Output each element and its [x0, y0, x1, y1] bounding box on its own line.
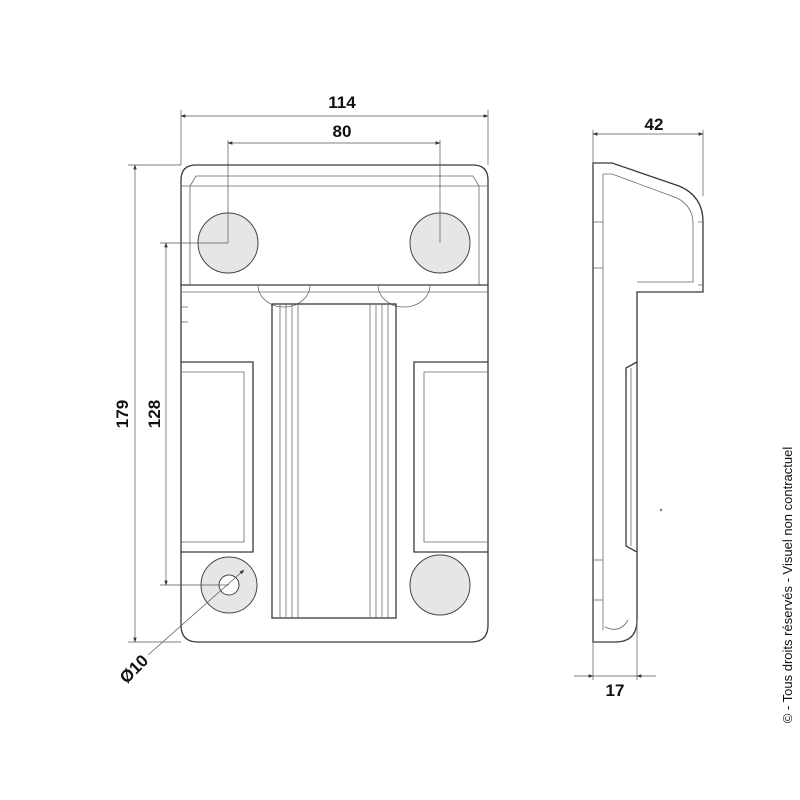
dimension-128: 128 — [145, 400, 164, 428]
dimension-179: 179 — [113, 400, 132, 428]
dimension-diameter: Ø10 — [116, 651, 152, 687]
side-view — [592, 162, 704, 643]
side-tab-right — [413, 361, 488, 553]
notch-left — [257, 284, 311, 308]
dimension-80: 80 — [333, 122, 352, 141]
upper-plate-outline — [180, 164, 489, 285]
mounting-hole-bottom-right — [409, 554, 471, 616]
side-tab-left — [181, 361, 254, 553]
notch-right — [377, 284, 431, 308]
side-tab-profile — [625, 361, 638, 553]
dimension-42: 42 — [645, 115, 664, 134]
lower-plate-outline — [180, 284, 489, 643]
dimension-lines — [128, 110, 704, 680]
dimension-17: 17 — [606, 681, 625, 700]
dimension-114: 114 — [328, 93, 356, 112]
center-channel — [271, 303, 397, 619]
diameter-leader — [147, 569, 245, 656]
upper-plate-bevel — [189, 175, 480, 285]
copyright-notice: © - Tous droits réservés - Visuel non co… — [780, 447, 795, 724]
front-view — [180, 164, 489, 643]
side-profile-outline — [592, 162, 704, 643]
